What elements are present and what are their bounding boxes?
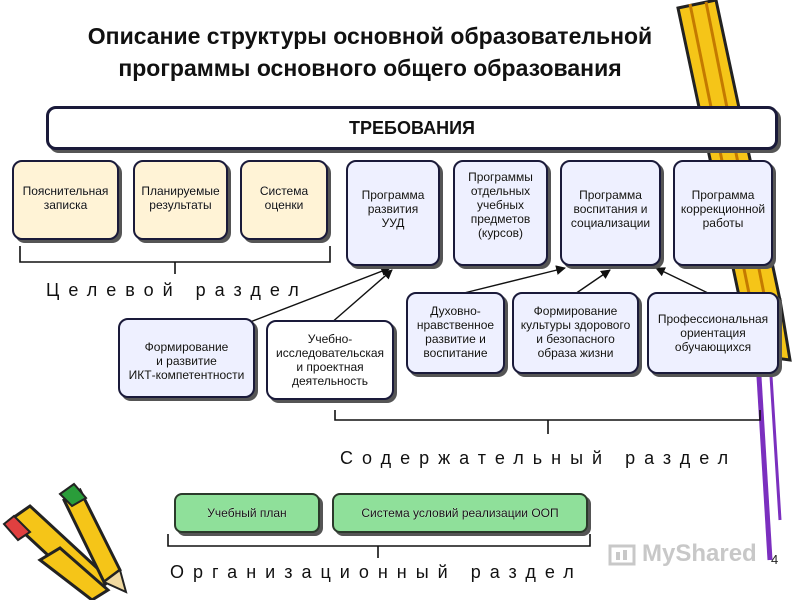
arrow-spiritual-to-vosp [459, 265, 566, 295]
arrow-prof-to-vosp [655, 267, 711, 295]
arrow-health-to-vosp [574, 269, 611, 295]
box-assessment-system: Система оценки [240, 160, 328, 240]
box-explanatory-note: Пояснительная записка [12, 160, 119, 240]
box-ict-competence: Формирование и развитие ИКТ-компетентнос… [118, 318, 255, 398]
slide-number: 4 [771, 552, 779, 567]
watermark-text: MyShared [642, 540, 757, 567]
target-section-label: Целевой раздел [46, 280, 308, 300]
arrow-research-to-uud [329, 269, 393, 325]
page-title: Описание структуры основной образователь… [40, 20, 700, 84]
org-section-label: Организационный раздел [170, 562, 583, 582]
box-conditions-system: Система условий реализации ООП [332, 493, 588, 533]
arrow-ict-to-uud [249, 266, 391, 323]
pencil-right-icon [676, 0, 792, 561]
title-line-2: программы основного общего образования [118, 55, 622, 81]
box-program-subjects: Программы отдельных учебных предметов (к… [453, 160, 548, 266]
pencils-bottom-left-icon [2, 482, 128, 600]
box-curriculum: Учебный план [174, 493, 320, 533]
box-research-activity: Учебно- исследовательская и проектная де… [266, 320, 394, 400]
requirements-banner: ТРЕБОВАНИЯ [46, 106, 778, 150]
title-line-1: Описание структуры основной образователь… [87, 23, 653, 49]
target-bracket [19, 246, 331, 274]
box-planned-results: Планируемые результаты [133, 160, 228, 240]
box-program-upbringing: Программа воспитания и социализации [560, 160, 661, 266]
box-career-guidance: Профессиональная ориентация обучающихся [647, 292, 779, 374]
box-spiritual-moral: Духовно- нравственное развитие и воспита… [406, 292, 505, 374]
box-program-correction: Программа коррекционной работы [673, 160, 773, 266]
content-bracket [334, 410, 761, 434]
content-section-label: Содержательный раздел [340, 448, 738, 468]
box-program-uud: Программа развития УУД [346, 160, 440, 266]
org-bracket [167, 534, 591, 558]
box-healthy-lifestyle: Формирование культуры здорового и безопа… [512, 292, 639, 374]
myshared-logo-icon [608, 544, 636, 566]
